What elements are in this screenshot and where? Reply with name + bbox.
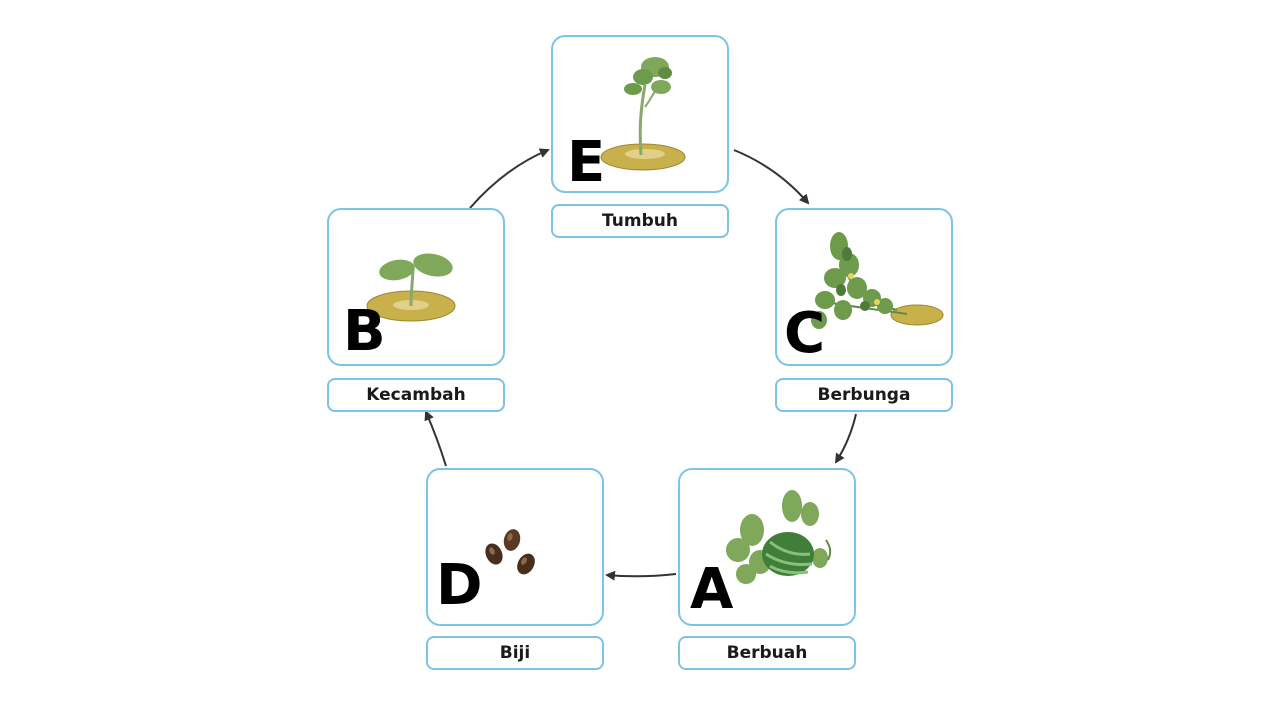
stage-card-biji: D — [426, 468, 604, 626]
stage-letter: C — [784, 301, 826, 366]
arrow-tumbuh-to-berbunga — [733, 149, 810, 205]
stage-label-kecambah: Kecambah — [327, 378, 505, 412]
stage-label-berbuah: Berbuah — [678, 636, 856, 670]
stage-letter: E — [567, 130, 606, 195]
arrow-kecambah-to-tumbuh — [469, 148, 550, 209]
arrow-berbuah-to-biji — [605, 570, 677, 581]
stage-letter: B — [343, 299, 386, 364]
seeds-image — [485, 529, 535, 575]
stage-letter: A — [690, 557, 734, 622]
stage-label-berbunga: Berbunga — [775, 378, 953, 412]
flowering-plant-image — [811, 232, 944, 329]
stage-label-biji: Biji — [426, 636, 604, 670]
stage-letter: D — [436, 553, 483, 618]
stage-card-berbuah: A — [678, 468, 856, 626]
sprout-image — [366, 253, 456, 322]
arrow-biji-to-kecambah — [424, 410, 447, 467]
stage-card-tumbuh: E — [551, 35, 729, 193]
stage-card-berbunga: C — [775, 208, 953, 366]
stage-label-tumbuh: Tumbuh — [551, 204, 729, 238]
arrow-berbunga-to-berbuah — [834, 413, 857, 464]
stage-card-kecambah: B — [327, 208, 505, 366]
fruiting-plant-image — [726, 490, 832, 584]
growing-plant-image — [600, 57, 686, 171]
